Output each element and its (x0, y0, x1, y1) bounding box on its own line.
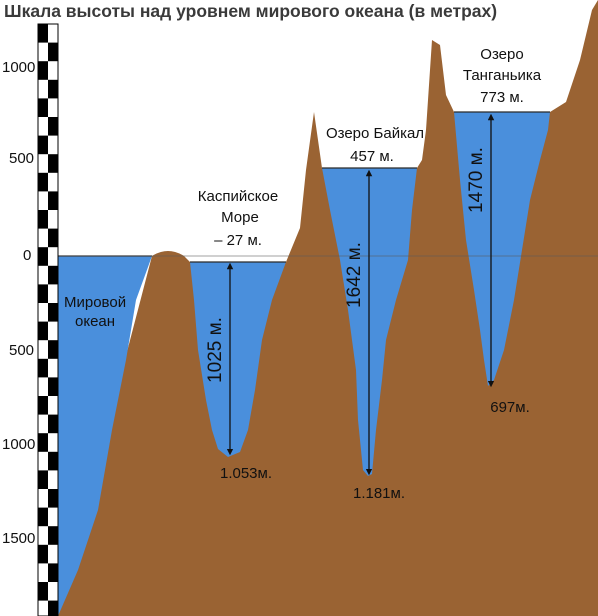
scale-cell (48, 563, 58, 582)
lake-tanganyika-water (454, 112, 550, 386)
baikal-name: Озеро Байкал (326, 125, 424, 142)
scale-tick-1000-up: 1000 (2, 59, 35, 76)
scale-cell (38, 135, 48, 155)
scale-cell (38, 247, 48, 266)
scale-cell (48, 526, 58, 545)
tanganyika-name-line2: Танганьика (463, 67, 542, 84)
scale-cell (48, 79, 58, 99)
scale-cell (38, 358, 48, 378)
page-title: Шкала высоты над уровнем мирового океана… (4, 1, 498, 21)
baikal-depth-label: 1642 м. (344, 242, 365, 308)
scale-tick-1500-down: 1500 (2, 530, 35, 547)
scale-tick-1000-down: 1000 (2, 436, 35, 453)
scale-cell (38, 470, 48, 489)
scale-cell (48, 451, 58, 471)
scale-tick-500-down: 500 (9, 342, 34, 359)
scale-cell (48, 414, 58, 434)
world-ocean-water (58, 256, 152, 616)
scale-cell (38, 396, 48, 415)
scale-cell (48, 191, 58, 210)
scale-cell (48, 340, 58, 359)
scale-cell (38, 582, 48, 601)
caspian-name-line2: Море (221, 209, 259, 226)
scale-cell (48, 600, 58, 616)
caspian-depth-label: 1025 м. (205, 317, 226, 383)
scale-cell (38, 210, 48, 229)
caspian-name-line1: Каспийское (198, 188, 278, 205)
scale-cell (48, 228, 58, 248)
caspian-sea-water (190, 262, 286, 457)
scale-tick-500-up: 500 (9, 150, 34, 167)
baikal-surface-level: 457 м. (350, 148, 394, 165)
scale-cell (48, 489, 58, 508)
scale-tick-0: 0 (23, 247, 31, 264)
baikal-bottom-label: 1.181м. (353, 485, 405, 502)
tanganyika-surface-level: 773 м. (480, 89, 524, 106)
scale-cell (48, 303, 58, 322)
ocean-label-line2: океан (75, 313, 115, 330)
scale-cell (48, 117, 58, 136)
scale-cell (48, 42, 58, 62)
scale-cell (48, 154, 58, 173)
scale-cell (48, 265, 58, 285)
scale-cell (38, 544, 48, 564)
altitude-scale-bar (37, 23, 59, 616)
scale-cell (38, 321, 48, 341)
scale-cell (38, 433, 48, 452)
tanganyika-name-line1: Озеро (480, 46, 523, 63)
tanganyika-depth-label: 1470 м. (466, 147, 487, 213)
scale-cell (38, 24, 48, 43)
caspian-surface-level: – 27 м. (214, 232, 262, 249)
scale-cell (38, 172, 48, 192)
scale-cell (38, 284, 48, 303)
scale-cell (48, 377, 58, 396)
ocean-label-line1: Мировой (64, 294, 126, 311)
scale-cell (38, 61, 48, 80)
scale-cell (38, 507, 48, 527)
tanganyika-bottom-label: 697м. (490, 399, 530, 416)
caspian-bottom-label: 1.053м. (220, 465, 272, 482)
scale-cell (38, 98, 48, 117)
